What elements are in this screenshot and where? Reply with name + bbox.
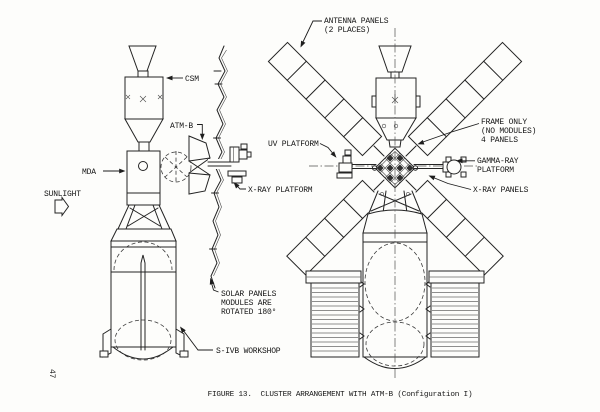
mda-arrowhead bbox=[119, 168, 126, 174]
right-view-annotations: ANTENNA PANELS (2 PLACES) FRAME ONLY (NO… bbox=[268, 17, 536, 195]
atm-b-module bbox=[156, 135, 211, 195]
frame-only-label-line2: (NO MODULES) bbox=[481, 127, 536, 136]
figure-caption: FIGURE 13. CLUSTER ARRANGEMENT WITH ATM-… bbox=[208, 391, 473, 399]
mda-label: MDA bbox=[82, 168, 96, 177]
aft-dome-arc bbox=[112, 346, 174, 360]
sivb-workshop-label: S-IVB WORKSHOP bbox=[216, 347, 281, 356]
gamma-ray-label-line2: PLATFORM bbox=[477, 166, 514, 175]
antenna-panels-arrowhead bbox=[300, 40, 306, 48]
frame-only-arrowhead bbox=[417, 139, 425, 145]
csm-label: CSM bbox=[185, 75, 199, 84]
solar-note-line3: ROTATED 180° bbox=[221, 308, 276, 317]
solar-arm-upper-right bbox=[407, 41, 523, 157]
gamma-ray-platform-assembly bbox=[413, 156, 467, 178]
solar-arm-upper-left bbox=[267, 41, 383, 157]
gamma-ray-arrowhead bbox=[456, 158, 463, 164]
aft-dome-arc-front bbox=[363, 356, 427, 369]
solar-arm-lower-left bbox=[286, 179, 383, 276]
csm-stack bbox=[124, 45, 164, 206]
gamma-ray-label-line1: GAMMA-RAY bbox=[477, 157, 519, 166]
solar-note-line1: SOLAR PANELS bbox=[221, 290, 277, 299]
solar-arm-lower-right bbox=[407, 179, 504, 276]
atm-b-label: ATM-B bbox=[170, 122, 193, 131]
xray-platform-assembly bbox=[207, 143, 252, 184]
csm-arrowhead bbox=[166, 75, 173, 81]
sivb-workshop-body bbox=[99, 228, 189, 361]
left-view-annotations: CSM ATM-B MDA SUNLIGHT X-RAY PLATFORM SO… bbox=[44, 75, 313, 356]
right-view-front-elevation: ANTENNA PANELS (2 PLACES) FRAME ONLY (NO… bbox=[267, 17, 536, 378]
solar-wing-right bbox=[428, 270, 485, 358]
docking-tunnel bbox=[138, 141, 150, 152]
support-truss bbox=[117, 204, 171, 230]
xray-panel-rack bbox=[371, 147, 419, 189]
uv-platform-label: UV PLATFORM bbox=[268, 140, 319, 149]
center-probe bbox=[140, 254, 146, 351]
antenna-panels-label-line1: ANTENNA PANELS bbox=[324, 17, 389, 26]
xray-panels-label: X-RAY PANELS bbox=[473, 186, 529, 195]
uv-platform-assembly bbox=[336, 149, 377, 179]
xray-platform-arrowhead bbox=[233, 182, 240, 189]
page-number: 47 bbox=[47, 369, 56, 379]
command-module-cone bbox=[124, 118, 164, 143]
frame-only-label-line3: 4 PANELS bbox=[481, 136, 518, 145]
xray-platform-label: X-RAY PLATFORM bbox=[248, 186, 313, 195]
sps-engine-bell bbox=[128, 45, 157, 72]
sivb-arrowhead bbox=[180, 326, 186, 334]
xray-panels-arrowhead bbox=[428, 175, 436, 181]
solar-wing-left bbox=[305, 270, 362, 358]
mda-module bbox=[126, 150, 161, 206]
uv-platform-arrowhead bbox=[330, 151, 337, 158]
rack-strut-links bbox=[373, 145, 417, 191]
sunlight-label: SUNLIGHT bbox=[44, 190, 81, 199]
left-view-side-elevation: CSM ATM-B MDA SUNLIGHT X-RAY PLATFORM SO… bbox=[44, 45, 313, 361]
atm-b-arrowhead bbox=[199, 133, 205, 140]
csm-stack-front bbox=[371, 45, 421, 148]
solar-note-arrowhead bbox=[209, 277, 215, 285]
frame-only-label-line1: FRAME ONLY bbox=[481, 118, 527, 127]
solar-note-line2: MODULES ARE bbox=[221, 299, 272, 308]
antenna-panels-label-line2: (2 PLACES) bbox=[324, 26, 370, 35]
service-module-front bbox=[375, 77, 417, 119]
wing-hinge-marks bbox=[359, 280, 431, 340]
command-module-cone-front bbox=[375, 117, 417, 141]
sunlight-arrow-icon bbox=[54, 195, 70, 218]
